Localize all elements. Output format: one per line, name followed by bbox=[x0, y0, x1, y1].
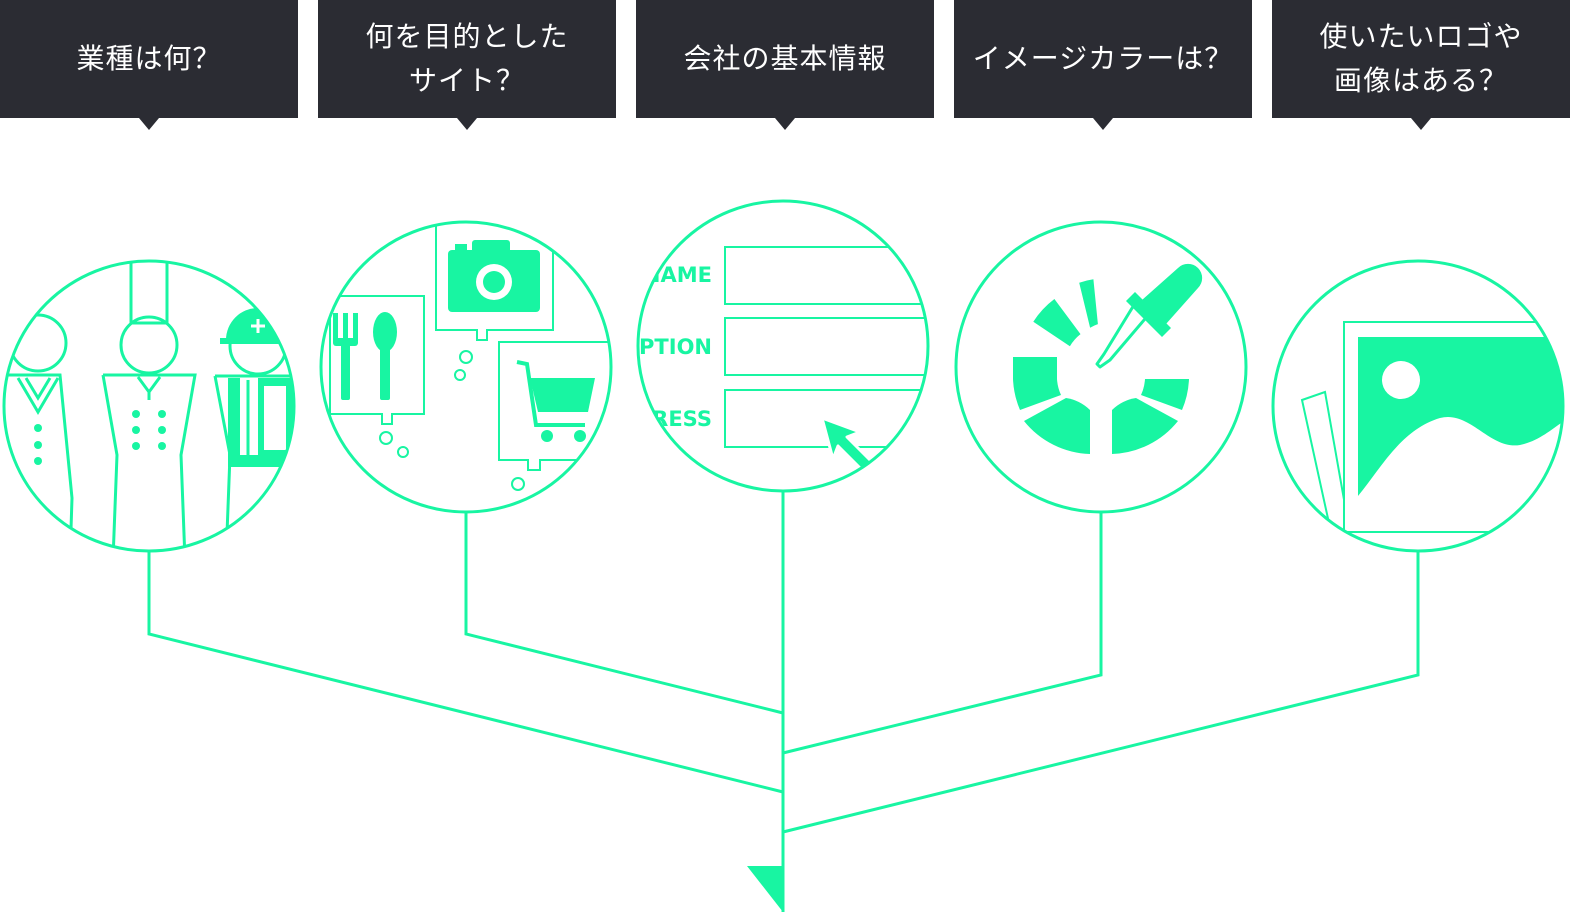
connector-line-2 bbox=[464, 512, 784, 715]
connector-line-5 bbox=[782, 551, 1420, 834]
bubble-label: 業種は何？ bbox=[76, 42, 222, 75]
image-icon bbox=[1271, 259, 1565, 553]
color-wheel-icon bbox=[1013, 279, 1189, 454]
connector-line-1 bbox=[147, 551, 784, 794]
bubble-label: 会社の基本情報 bbox=[683, 42, 887, 75]
form-icon: NAME CRIPTION DRESS bbox=[600, 199, 930, 493]
connector-lines bbox=[147, 491, 1420, 912]
fork-spoon-icon bbox=[333, 312, 397, 400]
address-field-label: DRESS bbox=[635, 407, 712, 431]
bubble-label: 何を目的とした サイト？ bbox=[365, 20, 569, 97]
people-icon bbox=[2, 259, 296, 553]
arrow-down-icon bbox=[747, 866, 783, 912]
question-bubble-industry: 業種は何？ bbox=[0, 0, 298, 130]
question-bubble-image-color: イメージカラーは？ bbox=[954, 0, 1252, 130]
bubble-label: イメージカラーは？ bbox=[972, 42, 1234, 75]
purpose-icon bbox=[319, 220, 613, 514]
description-field-label: CRIPTION bbox=[600, 335, 712, 359]
color-picker-icon bbox=[954, 220, 1248, 514]
question-bubble-company-info: 会社の基本情報 bbox=[636, 0, 934, 130]
bubble-label: 使いたいロゴや 画像はある？ bbox=[1319, 20, 1523, 97]
question-bubble-purpose: 何を目的とした サイト？ bbox=[318, 0, 616, 130]
question-bubble-logo-images: 使いたいロゴや 画像はある？ bbox=[1272, 0, 1570, 130]
connector-line-4 bbox=[782, 512, 1103, 755]
cart-icon bbox=[530, 378, 595, 442]
eyedropper-icon bbox=[1095, 263, 1203, 369]
